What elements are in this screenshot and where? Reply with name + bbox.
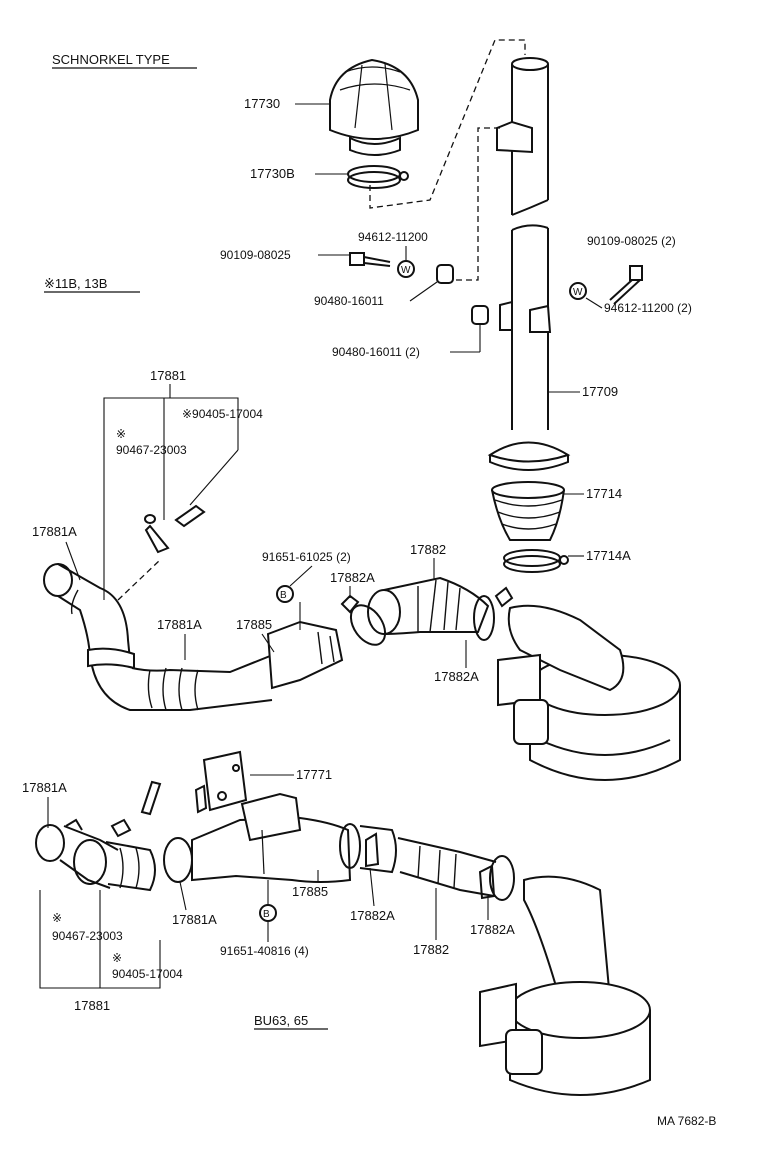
label-lower-91651: 91651-40816 (4) — [220, 944, 309, 958]
label-upper-17885: 17885 — [236, 617, 272, 632]
label-lower-90405: 90405-17004 — [112, 967, 183, 981]
label-lower-17882: 17882 — [413, 942, 449, 957]
label-lower-90467: 90467-23003 — [52, 929, 123, 943]
bolt-90109-right — [609, 265, 643, 305]
leader-90480-left — [409, 281, 438, 302]
label-lower-17882a-right: 17882A — [470, 922, 515, 937]
bracket-dashed-line — [452, 127, 500, 281]
leader-upper-17885 — [261, 633, 275, 653]
label-lower-17885: 17885 — [292, 884, 328, 899]
label-upper-17881: 17881 — [150, 368, 186, 383]
leader-upper-17881a-left — [65, 541, 81, 581]
label-94612-right: 94612-11200 (2) — [604, 301, 692, 315]
bolt-b-upper: B — [276, 585, 294, 603]
leader-lower-17882a-left — [369, 867, 375, 907]
bolt-90109-left — [349, 252, 391, 267]
bolt-b-symbol-lower: B — [263, 909, 270, 920]
label-upper-90405: ※90405-17004 — [182, 407, 263, 421]
hose-17882-upper — [340, 576, 514, 646]
duct-assembly-lower — [35, 780, 515, 901]
label-90109-right: 90109-08025 (2) — [587, 234, 676, 248]
variant-upper-label: ※11B, 13B — [44, 276, 107, 291]
label-upper-17882a-bottom: 17882A — [434, 669, 479, 684]
label-lower-17881: 17881 — [74, 998, 110, 1013]
clamp-17714a — [503, 549, 569, 573]
label-17714: 17714 — [586, 486, 622, 501]
washer-w-right: W — [569, 282, 587, 300]
upper-clamp-dashed-line — [117, 559, 161, 601]
duct-assembly-upper — [43, 504, 344, 711]
drawing-code: MA 7682-B — [657, 1114, 716, 1128]
leader-lower-17881a-mid — [179, 881, 187, 911]
leader-upper-91651 — [289, 565, 313, 587]
upper-group-bracket-tail — [189, 449, 239, 506]
air-cleaner-lower — [479, 875, 651, 1096]
label-upper-note-mark: ※ — [116, 427, 126, 441]
snorkel-pipe-upper — [496, 57, 549, 216]
variant-lower-label: BU63, 65 — [254, 1013, 308, 1028]
label-lower-17882a-left: 17882A — [350, 908, 395, 923]
label-upper-17882: 17882 — [410, 542, 446, 557]
bolt-b-lower: B — [259, 904, 277, 922]
bolt-b-symbol-upper: B — [280, 590, 287, 601]
boot-17714 — [491, 481, 565, 541]
snorkel-pipe-17709 — [487, 224, 571, 471]
collar-90480-right — [471, 305, 489, 325]
label-90109-left: 90109-08025 — [220, 248, 291, 262]
label-lower-note-mark-1: ※ — [52, 911, 62, 925]
collar-90480-left — [436, 264, 454, 284]
upper-group-bracket — [103, 397, 239, 600]
leader-94612-right — [585, 297, 603, 309]
label-17730: 17730 — [244, 96, 280, 111]
washer-symbol-left: W — [401, 265, 411, 276]
bracket-17771 — [194, 750, 248, 814]
label-lower-17771: 17771 — [296, 767, 332, 782]
label-upper-17881a-left: 17881A — [32, 524, 77, 539]
snorkel-cap-17730 — [329, 58, 419, 156]
label-94612-top: 94612-11200 — [358, 230, 428, 244]
label-lower-note-mark-2: ※ — [112, 951, 122, 965]
hose-clamp-17730b — [347, 165, 409, 189]
label-17714a: 17714A — [586, 548, 631, 563]
label-lower-17881a-mid: 17881A — [172, 912, 217, 927]
washer-w-left: W — [397, 260, 415, 278]
label-upper-90467: 90467-23003 — [116, 443, 187, 457]
air-cleaner-upper — [497, 604, 681, 781]
washer-symbol-right: W — [573, 287, 583, 298]
label-upper-17881a-mid: 17881A — [157, 617, 202, 632]
label-17709: 17709 — [582, 384, 618, 399]
label-90480-right: 90480-16011 (2) — [332, 345, 420, 359]
label-17730b: 17730B — [250, 166, 295, 181]
label-lower-17881a-left: 17881A — [22, 780, 67, 795]
label-upper-17882a-top: 17882A — [330, 570, 375, 585]
label-upper-91651: 91651-61025 (2) — [262, 550, 351, 564]
label-90480-left: 90480-16011 — [314, 294, 384, 308]
diagram-title: SCHNORKEL TYPE — [52, 52, 170, 67]
